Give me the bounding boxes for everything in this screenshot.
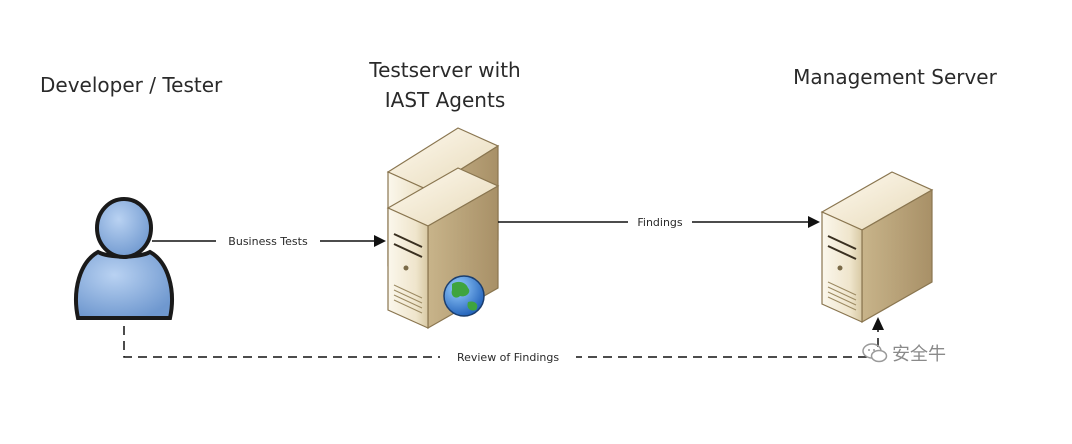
globe-icon xyxy=(443,275,485,317)
testserver-title-line2: IAST Agents xyxy=(384,88,506,112)
wechat-icon xyxy=(862,343,888,363)
edge-review-of-findings: Review of Findings xyxy=(123,317,884,364)
edge-label-findings: Findings xyxy=(637,216,683,229)
testserver-title: Testserver with IAST Agents xyxy=(345,55,545,115)
watermark-text: 安全牛 xyxy=(892,344,946,365)
watermark: 安全牛 xyxy=(862,340,946,366)
edge-label-business-tests: Business Tests xyxy=(228,235,308,248)
developer-title: Developer / Tester xyxy=(40,73,223,97)
edge-findings: Findings xyxy=(498,215,820,229)
developer-person-icon xyxy=(74,197,174,320)
testserver-title-line1: Testserver with xyxy=(369,58,521,82)
management-title: Management Server xyxy=(793,65,997,89)
edge-label-review-of-findings: Review of Findings xyxy=(457,351,559,364)
management-server-icon xyxy=(820,171,934,324)
edge-business-tests: Business Tests xyxy=(152,234,386,248)
